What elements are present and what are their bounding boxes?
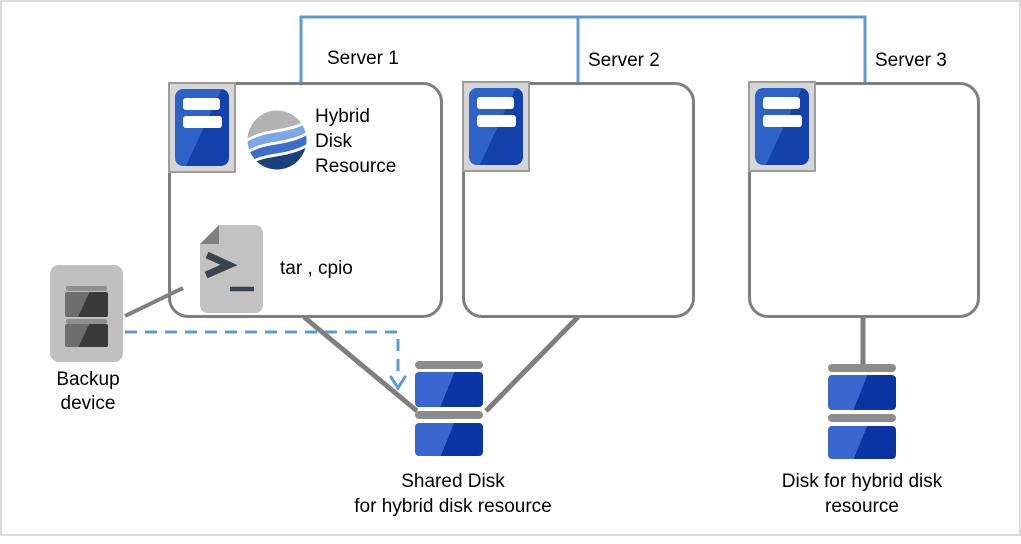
server-icon — [748, 81, 816, 172]
dashed-arrow-down-icon — [389, 375, 407, 391]
backup-device-icon — [50, 265, 123, 362]
server2-to-shared-disk-line — [484, 315, 580, 413]
backup-device-label: Backup device — [56, 369, 120, 414]
disk-cap — [415, 411, 483, 419]
tape-slot — [65, 292, 108, 317]
disk-cap — [828, 364, 896, 372]
server-icon — [462, 81, 530, 172]
disk-cap — [828, 414, 896, 422]
shared-disk-label: Shared Disk for hybrid disk resource — [354, 471, 552, 517]
server3-label: Server 3 — [875, 50, 947, 71]
server-chassis — [175, 89, 229, 166]
server1-to-shared-disk-line — [302, 315, 419, 413]
server-drive-bay — [183, 98, 220, 110]
server-drive-bay — [477, 97, 514, 109]
tape-slot-edge — [66, 319, 107, 324]
server1-label: Server 1 — [327, 48, 399, 69]
tape-slot — [65, 324, 108, 347]
server-icon — [168, 82, 236, 173]
hybrid-disk-label: Disk for hybrid disk resource — [781, 471, 943, 517]
server-drive-bay — [183, 116, 222, 128]
backup-to-shared-disk-dashed-line — [125, 330, 400, 374]
disk-platter — [415, 423, 483, 456]
hybrid-disk-icon — [828, 364, 896, 459]
server-drive-bay — [763, 115, 802, 127]
server-chassis — [469, 88, 523, 165]
hybrid-disk-resource-globe-icon — [247, 110, 307, 170]
hybrid-disk-resource-label: Hybrid Disk Resource — [315, 106, 397, 177]
backup-tools-label: tar , cpio — [280, 258, 353, 279]
disk-cap — [415, 361, 483, 369]
server2-label: Server 2 — [588, 50, 660, 71]
disk-platter — [828, 375, 896, 410]
server-drive-bay — [763, 97, 800, 109]
shared-disk-icon — [415, 361, 483, 456]
server-chassis — [755, 88, 809, 165]
disk-platter — [828, 426, 896, 459]
disk-platter — [415, 372, 483, 407]
script-file-icon — [200, 225, 263, 313]
server-drive-bay — [477, 115, 516, 127]
tape-slot-edge — [66, 286, 107, 291]
